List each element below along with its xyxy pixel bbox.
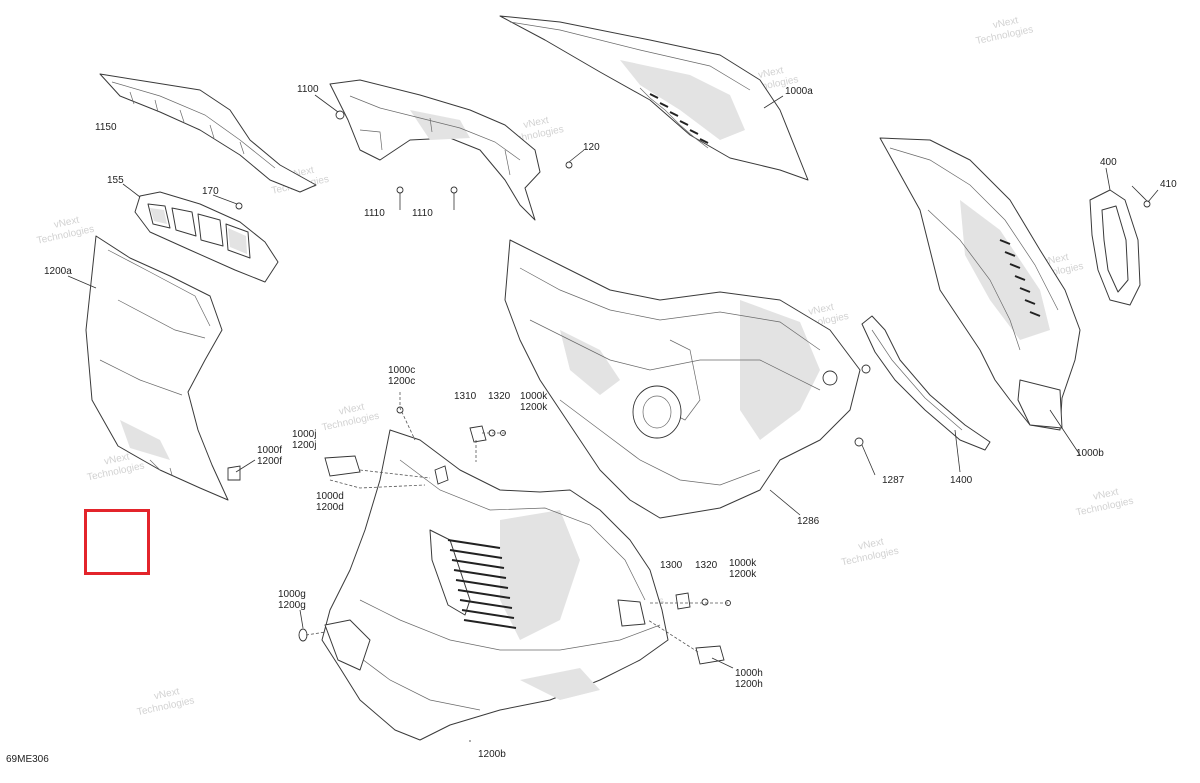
callout-1200d: 1200d bbox=[316, 502, 344, 513]
diagram-code: 69ME306 bbox=[6, 754, 49, 765]
callout-1100: 1100 bbox=[297, 84, 319, 95]
part-400-grille-frame bbox=[1089, 189, 1141, 306]
watermark-vnext: vNext bbox=[807, 302, 835, 318]
part-1100-fastener-icon bbox=[335, 110, 345, 120]
watermark-vnext: vNext bbox=[338, 402, 366, 418]
hardware-items bbox=[227, 161, 1151, 665]
callout-1000f: 1000f bbox=[257, 445, 282, 456]
grommet-1287-upper-icon bbox=[861, 364, 871, 374]
part-1286-cap-icon bbox=[632, 385, 682, 439]
callout-1000g: 1000g bbox=[278, 589, 306, 600]
screw-1110-left-icon bbox=[396, 186, 404, 194]
callout-155: 155 bbox=[107, 175, 124, 186]
grommet-1000g-icon bbox=[298, 628, 308, 642]
watermark-vnext: vNext bbox=[992, 15, 1020, 31]
callout-120: 120 bbox=[583, 142, 600, 153]
callout-1200h: 1200h bbox=[735, 679, 763, 690]
leader-lines bbox=[67, 94, 1159, 742]
callout-1200b: 1200b bbox=[478, 749, 506, 760]
highlight-marker-box bbox=[84, 509, 150, 575]
screw-1110-right-icon bbox=[450, 186, 458, 194]
part-1100-bracket bbox=[329, 79, 541, 221]
callout-1287: 1287 bbox=[882, 475, 905, 486]
callout-1150: 1150 bbox=[95, 122, 117, 133]
callout-1000b: 1000b bbox=[1076, 448, 1104, 459]
callout-1310: 1310 bbox=[454, 391, 477, 402]
badge-1000h-icon bbox=[695, 645, 725, 665]
callout-1400: 1400 bbox=[950, 475, 973, 486]
callout-1200g: 1200g bbox=[278, 600, 306, 611]
part-1000b-side-panel bbox=[879, 137, 1081, 431]
callout-1200j: 1200j bbox=[292, 440, 316, 451]
callout-1000c: 1000c bbox=[388, 365, 415, 376]
screw-170-icon bbox=[235, 202, 243, 210]
callout-1286: 1286 bbox=[797, 516, 820, 527]
part-1400-strip bbox=[861, 315, 991, 451]
callout-1200f: 1200f bbox=[257, 456, 282, 467]
screw-410-icon bbox=[1143, 200, 1151, 208]
watermark-vnext: vNext bbox=[857, 536, 885, 552]
callout-1000k-top: 1000k bbox=[520, 391, 548, 402]
watermark-vnext: vNext bbox=[757, 65, 785, 81]
part-1286-boss-icon bbox=[822, 370, 838, 386]
callout-1000h: 1000h bbox=[735, 668, 763, 679]
clip-1300-icon bbox=[675, 592, 691, 610]
part-1000a-panel bbox=[499, 15, 809, 181]
watermark-vnext: vNext bbox=[522, 115, 550, 131]
callout-1200k-bottom: 1200k bbox=[729, 569, 757, 580]
part-1150-bracket bbox=[99, 73, 317, 193]
grommet-1287-icon bbox=[854, 437, 864, 447]
clip-1310-icon bbox=[469, 425, 487, 443]
callout-1200c: 1200c bbox=[388, 376, 415, 387]
callout-1300: 1300 bbox=[660, 560, 683, 571]
screw-120-icon bbox=[565, 161, 573, 169]
callout-1000a: 1000a bbox=[785, 86, 813, 97]
clip-1000f-icon bbox=[227, 465, 241, 481]
callout-labels: 1150 1100 1000a 120 1110 1110 155 170 40… bbox=[44, 84, 1177, 760]
callout-170: 170 bbox=[202, 186, 219, 197]
part-1200b-lower-panel bbox=[321, 429, 669, 741]
callout-1000k-bottom: 1000k bbox=[729, 558, 757, 569]
clip-1000d-icon bbox=[434, 465, 449, 485]
bracket-1000j-icon bbox=[324, 455, 361, 477]
callout-1320-top: 1320 bbox=[488, 391, 511, 402]
callout-1000d: 1000d bbox=[316, 491, 344, 502]
callout-1110-left: 1110 bbox=[364, 208, 385, 219]
callout-1110-right: 1110 bbox=[412, 208, 433, 219]
callout-1200a: 1200a bbox=[44, 266, 72, 277]
watermark-vnext: vNext bbox=[53, 215, 81, 231]
watermark-vnext: vNext bbox=[1092, 487, 1120, 503]
washer-1320-bottom-icon bbox=[701, 598, 709, 606]
callout-1320-bottom: 1320 bbox=[695, 560, 718, 571]
callout-400: 400 bbox=[1100, 157, 1117, 168]
watermark-vnext: vNext bbox=[103, 451, 131, 467]
callout-1000j: 1000j bbox=[292, 429, 316, 440]
part-1200a-side-panel bbox=[85, 235, 229, 501]
part-1286-center-panel bbox=[504, 239, 861, 519]
watermark-vnext: vNext bbox=[153, 686, 181, 702]
callout-1200k-top: 1200k bbox=[520, 402, 548, 413]
part-155-vent-grille bbox=[134, 191, 279, 283]
callout-410: 410 bbox=[1160, 179, 1177, 190]
